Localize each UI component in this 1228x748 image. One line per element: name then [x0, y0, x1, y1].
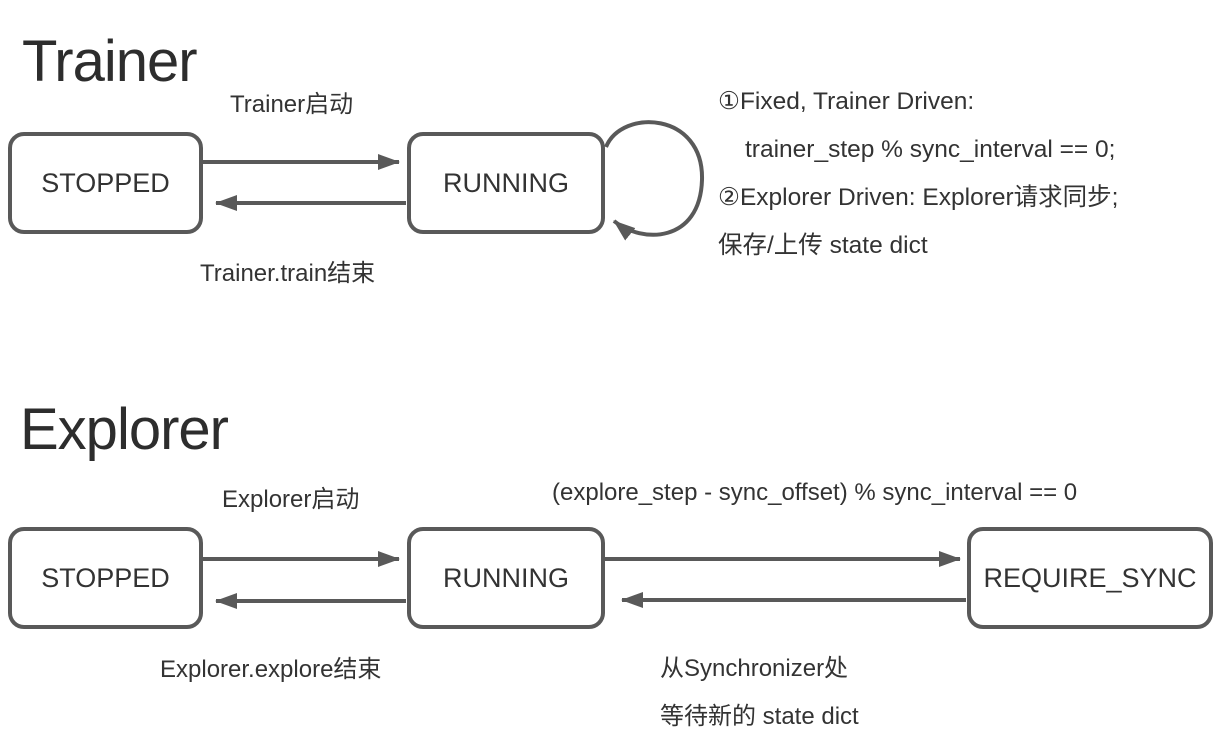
explorer-state-stopped-label: STOPPED: [41, 562, 170, 593]
trainer-note-line-3: ②Explorer Driven: Explorer请求同步;: [718, 184, 1119, 211]
explorer-sync-wait-label-line1: 从Synchronizer处: [660, 655, 849, 682]
trainer-start-edge-label: Trainer启动: [230, 91, 354, 118]
explorer-state-running: RUNNING: [407, 527, 605, 629]
explorer-sync-condition-label: (explore_step - sync_offset) % sync_inte…: [552, 479, 1078, 506]
trainer-state-stopped: STOPPED: [8, 132, 203, 234]
explorer-sync-wait-label-line2: 等待新的 state dict: [660, 703, 859, 730]
trainer-note-line-1: ①Fixed, Trainer Driven:: [718, 88, 975, 115]
explorer-state-running-label: RUNNING: [443, 562, 569, 593]
trainer-state-running-label: RUNNING: [443, 167, 569, 198]
trainer-stop-edge-label: Trainer.train结束: [200, 260, 376, 287]
trainer-section-title: Trainer: [22, 29, 198, 94]
explorer-state-require-sync-label: REQUIRE_SYNC: [983, 562, 1197, 593]
trainer-note-line-2: trainer_step % sync_interval == 0;: [745, 136, 1116, 163]
trainer-state-running: RUNNING: [407, 132, 605, 234]
trainer-self-loop-arrow: [604, 120, 705, 241]
explorer-start-edge-label: Explorer启动: [222, 486, 360, 513]
trainer-sync-notes: ①Fixed, Trainer Driven: trainer_step % s…: [718, 78, 1118, 270]
trainer-note-line-4: 保存/上传 state dict: [718, 232, 928, 259]
trainer-state-stopped-label: STOPPED: [41, 167, 170, 198]
explorer-stop-edge-label: Explorer.explore结束: [160, 656, 382, 683]
explorer-state-stopped: STOPPED: [8, 527, 203, 629]
explorer-state-require-sync: REQUIRE_SYNC: [967, 527, 1213, 629]
explorer-section-title: Explorer: [20, 397, 229, 462]
